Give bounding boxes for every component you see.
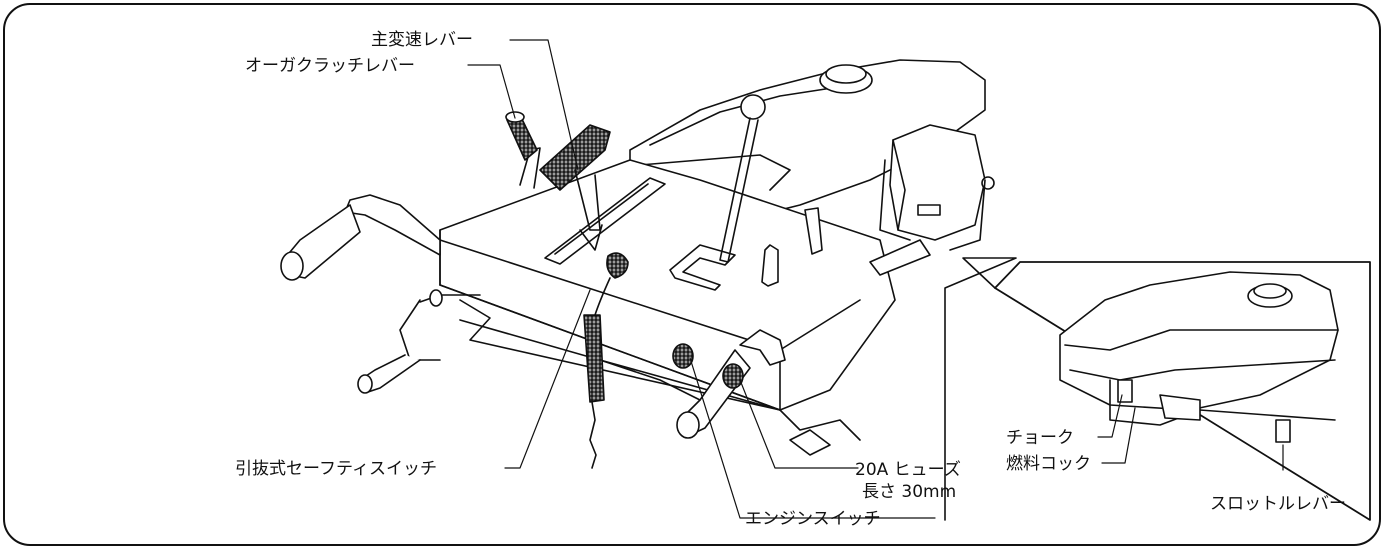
- label-auger-clutch-lever: オーガクラッチレバー: [245, 56, 415, 76]
- label-throttle-lever: スロットルレバー: [1210, 494, 1346, 514]
- control-panel: [439, 159, 896, 411]
- switch-knobs: [672, 343, 744, 389]
- inset-engine: [1059, 271, 1339, 443]
- headlight: [879, 124, 995, 251]
- center-lever: [719, 94, 766, 263]
- label-pullout-safety-switch: 引抜式セーフティスイッチ: [235, 459, 437, 479]
- auger-clutch-lever: [505, 111, 541, 189]
- outer-frame: [3, 3, 1381, 546]
- label-choke: チョーク: [1006, 428, 1074, 448]
- left-handle: [280, 194, 441, 281]
- label-engine-switch: エンジンスイッチ: [745, 509, 881, 529]
- safety-switch-coil: [583, 252, 629, 469]
- inset-frame: [944, 257, 1371, 521]
- lower-body: [599, 359, 861, 456]
- small-knobs: [761, 207, 823, 287]
- label-fuse-line2: 長さ 30mm: [862, 482, 957, 502]
- label-main-shift-lever: 主変速レバー: [371, 30, 473, 50]
- crank-handle: [357, 289, 481, 394]
- label-fuse-line1: 20A ヒューズ: [855, 460, 961, 480]
- leader-lines: [467, 39, 1284, 519]
- label-fuel-cock: 燃料コック: [1006, 454, 1091, 474]
